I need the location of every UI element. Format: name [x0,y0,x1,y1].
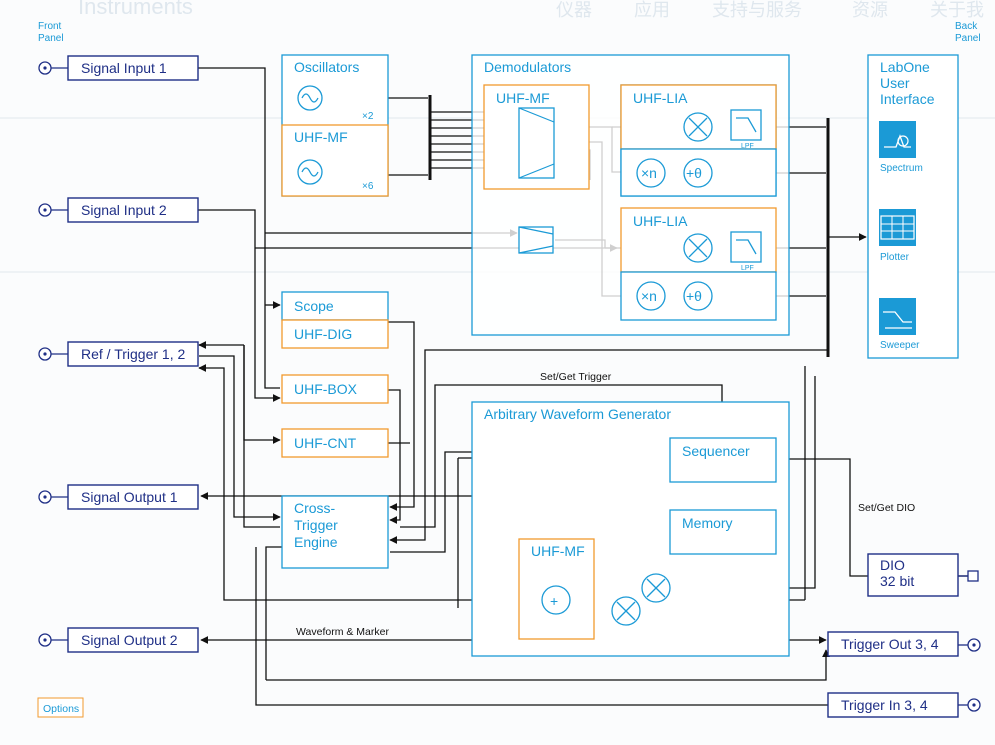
mux-icon [518,107,555,179]
oscillators-title: Oscillators [294,59,359,75]
phase-shift-icon [683,281,713,311]
awg-block[interactable]: Arbitrary Waveform Generator Sequencer M… [471,401,790,657]
oscillators-block[interactable]: Oscillators ×2 UHF-MF ×6 [281,54,389,197]
lpf-icon [730,231,762,263]
oscillator-x2-label: ×2 [362,111,374,122]
demodulators-block[interactable]: Demodulators UHF-MF UHF-LIA LPF ×n +θ UH… [471,54,790,336]
trigger-out-label: Trigger Out 3, 4 [841,636,939,652]
signal-input-2-label: Signal Input 2 [81,202,167,218]
options-legend: Options [37,697,84,718]
uhf-cnt-label: UHF-CNT [294,435,357,451]
signal-output-2-port[interactable]: Signal Output 2 [38,627,199,653]
uhf-cnt-block[interactable]: UHF-CNT [281,428,389,458]
scope-dig-label: UHF-DIG [294,326,352,342]
signal-output-1-port[interactable]: Signal Output 1 [38,484,199,510]
background-nav-1: 应用 [634,0,670,20]
theta-label: +θ [686,288,702,304]
lpf-label: LPF [741,265,754,272]
oscillator-x6-label: ×6 [362,181,374,192]
trigger-in-port[interactable]: Trigger In 3, 4 [827,692,981,718]
trigger-in-label: Trigger In 3, 4 [841,697,928,713]
mux-icon [518,226,554,254]
theta-label: +θ [686,165,702,181]
sequencer-label: Sequencer [682,443,750,459]
background-nav-4: 关于我 [930,0,984,20]
signal-input-2-port[interactable]: Signal Input 2 [38,197,199,223]
background-nav-2: 支持与服务 [712,0,802,20]
uhf-lia-2-label: UHF-LIA [633,213,688,229]
sweeper-icon[interactable] [879,298,916,335]
options-legend-label: Options [43,703,79,715]
plus-label: + [550,593,558,609]
lpf-label: LPF [741,143,754,150]
plotter-label: Plotter [880,252,910,263]
dio-connector-icon [967,570,979,582]
set-get-dio-label: Set/Get DIO [858,502,915,514]
adder-icon [541,585,571,615]
awg-title: Arbitrary Waveform Generator [484,406,671,422]
memory-label: Memory [682,515,733,531]
front-panel: Signal Input 1 Signal Input 2 Ref / Trig… [38,55,199,653]
multiply-n-icon [636,281,666,311]
signal-output-1-label: Signal Output 1 [81,489,178,505]
ref-trigger-label: Ref / Trigger 1, 2 [81,346,185,362]
xn-label: ×n [641,165,657,181]
multiply-n-icon [636,158,666,188]
background-nav-3: 资源 [852,0,888,20]
uhf-box-block[interactable]: UHF-BOX [281,374,389,404]
scope-title: Scope [294,298,334,314]
scope-block[interactable]: Scope UHF-DIG [281,291,389,349]
plotter-icon[interactable] [879,209,916,246]
demod-uhf-mf-label: UHF-MF [496,90,550,106]
background-nav-0: 仪器 [556,0,592,20]
awg-uhf-mf-label: UHF-MF [531,543,585,559]
phase-shift-icon [683,158,713,188]
oscillators-uhf-mf-label: UHF-MF [294,129,348,145]
background-title: Instruments [78,0,193,19]
sweeper-label: Sweeper [880,340,920,351]
spectrum-icon[interactable] [879,121,916,158]
signal-input-1-port[interactable]: Signal Input 1 [38,55,199,81]
waveform-marker-label: Waveform & Marker [296,626,389,638]
ref-trigger-port[interactable]: Ref / Trigger 1, 2 [38,341,199,367]
signal-output-2-label: Signal Output 2 [81,632,178,648]
lpf-icon [730,109,762,141]
signal-input-1-label: Signal Input 1 [81,60,167,76]
uhf-box-label: UHF-BOX [294,381,358,397]
xn-label: ×n [641,288,657,304]
uhf-lia-1-label: UHF-LIA [633,90,688,106]
spectrum-label: Spectrum [880,163,923,174]
demodulators-title: Demodulators [484,59,571,75]
set-get-trigger-label: Set/Get Trigger [540,371,612,383]
trigger-out-port[interactable]: Trigger Out 3, 4 [827,631,981,657]
